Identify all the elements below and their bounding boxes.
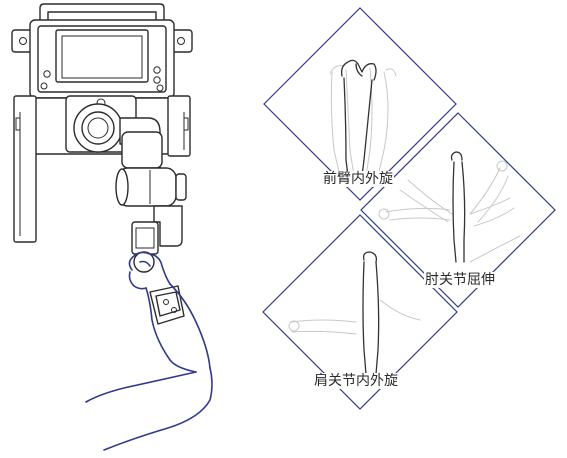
label-elbow-flexion: 肘关节屈伸 [424,272,496,288]
patient-arm-outline [86,252,212,450]
label-shoulder-rotation: 肩关节内外旋 [313,373,399,389]
label-forearm-rotation: 前臂内外旋 [322,171,394,187]
